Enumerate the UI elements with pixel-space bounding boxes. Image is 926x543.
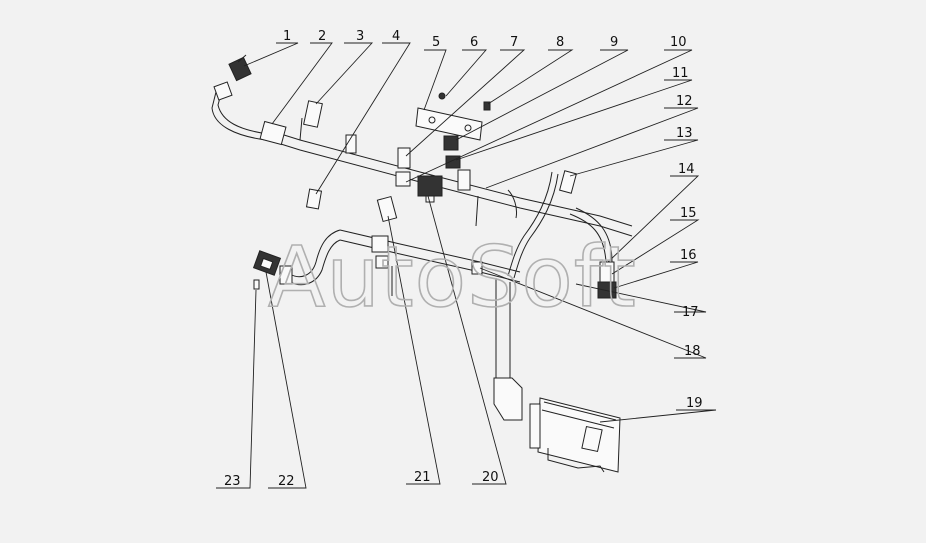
- bracket-part-3: [299, 100, 323, 141]
- callout-11: 11: [672, 66, 689, 81]
- callout-14: 14: [678, 162, 695, 177]
- main-harness: [211, 81, 633, 237]
- callout-5: 5: [432, 35, 440, 50]
- callout-9: 9: [610, 35, 618, 50]
- callout-10: 10: [670, 35, 687, 50]
- bolt-part-8: [483, 101, 491, 111]
- callout-6: 6: [470, 35, 478, 50]
- connector-part-1: [228, 54, 252, 82]
- callout-23: 23: [224, 474, 241, 489]
- ecu-part-19: [529, 397, 621, 473]
- wire-part-12: [475, 189, 517, 227]
- callout-19: 19: [686, 396, 703, 411]
- connector-part-22: [252, 250, 282, 276]
- lower-harness: [279, 229, 521, 286]
- callout-labels: 1 2 3 4 5 6 7 8 9 10 11 12 13 14 15 16 1…: [224, 29, 703, 489]
- right-branch: [569, 207, 617, 299]
- ecu-lead: [493, 278, 523, 421]
- callout-1: 1: [283, 29, 291, 44]
- connector-part-9: [443, 135, 459, 151]
- bracket-part-13: [507, 170, 577, 279]
- callout-18: 18: [684, 344, 701, 359]
- connector-part-21: [376, 195, 398, 296]
- callout-20: 20: [482, 470, 499, 485]
- connector-part-4: [305, 188, 323, 210]
- watermark-text: AutoSoft: [268, 228, 637, 326]
- sensor-part-20: [417, 175, 443, 203]
- callout-7: 7: [510, 35, 518, 50]
- callout-12: 12: [676, 94, 693, 109]
- bolt-part-6: [438, 92, 446, 100]
- leader-lines: [216, 42, 717, 489]
- pin-part-23: [253, 279, 260, 290]
- callout-4: 4: [392, 29, 400, 44]
- callout-17: 17: [682, 305, 699, 320]
- callout-16: 16: [680, 248, 697, 263]
- harness-clips: [345, 134, 471, 191]
- callout-21: 21: [414, 470, 431, 485]
- callout-15: 15: [680, 206, 697, 221]
- callout-22: 22: [278, 474, 295, 489]
- bracket-plate-part-5: [415, 107, 483, 141]
- callout-8: 8: [556, 35, 564, 50]
- callout-3: 3: [356, 29, 364, 44]
- callout-2: 2: [318, 29, 326, 44]
- callout-13: 13: [676, 126, 693, 141]
